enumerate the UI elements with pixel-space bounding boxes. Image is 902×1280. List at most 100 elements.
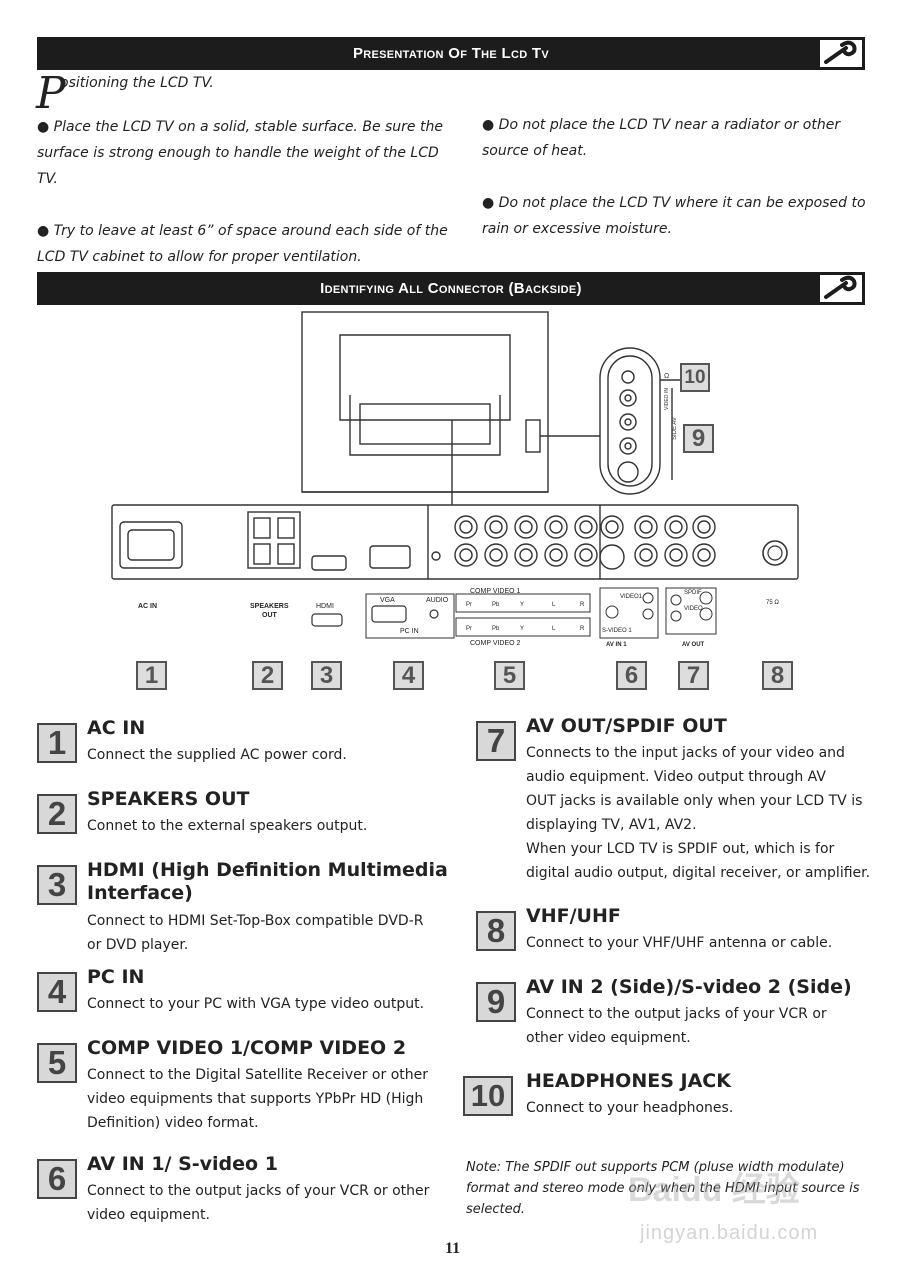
item-desc-line2: video equipments that supports YPbPr HD … xyxy=(87,1091,424,1107)
connector-diagram: Ω SIDE AV VIDEO IN AC IN SPEAKERS OUT HD… xyxy=(111,311,799,648)
label-pc-in: PC IN xyxy=(400,628,419,635)
rca-jack-inner xyxy=(579,520,593,534)
rca-jack-inner xyxy=(489,520,503,534)
comp-jack-label: L xyxy=(552,602,556,608)
rca-jack xyxy=(484,515,508,539)
drop-cap: P xyxy=(36,68,66,119)
rca-jack-inner xyxy=(519,548,533,562)
item-desc-line6: digital audio output, digital receiver, … xyxy=(526,865,871,881)
item-desc-line1: Connects to the input jacks of your vide… xyxy=(526,745,845,761)
rca-jack xyxy=(600,515,624,539)
item-title: COMP VIDEO 1/COMP VIDEO 2 xyxy=(87,1037,407,1059)
label-s-video1: S-VIDEO 1 xyxy=(602,628,632,634)
item-number: 4 xyxy=(37,972,77,1012)
rca-jack xyxy=(634,515,658,539)
rca-jack-inner xyxy=(549,520,563,534)
callout-8: 8 xyxy=(762,661,793,690)
rca-jack xyxy=(544,543,568,567)
item-desc-line3: Definition) video format. xyxy=(87,1115,259,1131)
comp-jack-label: Pr xyxy=(466,626,472,632)
rca-jack-inner xyxy=(459,548,473,562)
spdif-note: Note: The SPDIF out supports PCM (pluse … xyxy=(466,1160,860,1217)
comp-jack-label: Pb xyxy=(492,626,500,632)
label-hdmi: HDMI xyxy=(316,603,334,610)
rca-jack xyxy=(514,543,538,567)
callout-9: 9 xyxy=(683,424,714,453)
label-video1: VIDEO1 xyxy=(620,594,643,600)
rca-jack xyxy=(574,543,598,567)
section-header-presentation: Presentation Of The Lcd Tv xyxy=(37,37,865,70)
label-av-out: AV OUT xyxy=(682,642,705,648)
rca-jack xyxy=(544,515,568,539)
rca-jack xyxy=(692,515,716,539)
rca-jack xyxy=(454,515,478,539)
rca-jack-inner xyxy=(549,548,563,562)
label-av-in-1: AV IN 1 xyxy=(606,642,627,648)
item-desc: Connect to your VHF/UHF antenna or cable… xyxy=(526,935,833,951)
item-desc-line2: audio equipment. Video output through AV xyxy=(526,769,826,785)
callout-7: 7 xyxy=(678,661,709,690)
rca-jack xyxy=(634,543,658,567)
rca-jack-inner xyxy=(459,520,473,534)
callout-1: 1 xyxy=(136,661,167,690)
rca-jack xyxy=(574,515,598,539)
callout-6: 6 xyxy=(616,661,647,690)
rca-jack-inner xyxy=(697,548,711,562)
item-desc-line2: other video equipment. xyxy=(526,1030,691,1046)
comp-jack-label: Pr xyxy=(466,602,472,608)
callout-3: 3 xyxy=(311,661,342,690)
comp-jack-label: R xyxy=(580,626,585,632)
video-in-label: VIDEO IN xyxy=(664,388,670,410)
item-title-line1: HDMI (High Definition Multimedia xyxy=(87,859,448,881)
rca-jack xyxy=(692,543,716,567)
callout-10: 10 xyxy=(680,363,710,392)
item-desc: Connect to your headphones. xyxy=(526,1100,734,1116)
comp-jack-label: L xyxy=(552,626,556,632)
rca-jack xyxy=(454,543,478,567)
item-desc-line1: Connect to the output jacks of your VCR … xyxy=(526,1006,827,1022)
label-comp-video-2: COMP VIDEO 2 xyxy=(470,640,521,647)
bullet-left-2: ● Try to leave at least 6” of space arou… xyxy=(37,223,448,265)
item-desc-line2: or DVD player. xyxy=(87,937,189,953)
item-desc-line5: When your LCD TV is SPDIF out, which is … xyxy=(526,841,835,857)
wrench-icon xyxy=(819,274,863,303)
item-number: 7 xyxy=(476,721,516,761)
rca-jack xyxy=(664,515,688,539)
rca-jack-inner xyxy=(489,548,503,562)
label-vga: VGA xyxy=(380,597,395,604)
item-number: 2 xyxy=(37,794,77,834)
section-header-connectors: Identifying All Connector (Backside) xyxy=(37,272,865,305)
item-desc: Connect to your PC with VGA type video o… xyxy=(87,996,425,1012)
label-speakers-out: OUT xyxy=(262,612,278,619)
headphone-symbol: Ω xyxy=(664,373,669,380)
item-number: 1 xyxy=(37,723,77,763)
item-title-line2: Interface) xyxy=(87,882,193,904)
item-desc-line4: displaying TV, AV1, AV2. xyxy=(526,817,697,833)
rca-jack-inner xyxy=(669,548,683,562)
item-desc-line1: Connect to the output jacks of your VCR … xyxy=(87,1183,430,1199)
label-ac-in: AC IN xyxy=(138,603,157,610)
item-desc-line1: Connect to HDMI Set-Top-Box compatible D… xyxy=(87,913,424,929)
bullet-right-2: ● Do not place the LCD TV where it can b… xyxy=(482,195,866,237)
rca-jack-inner xyxy=(579,548,593,562)
rca-jack-group xyxy=(454,515,716,570)
item-desc: Connect the supplied AC power cord. xyxy=(87,747,347,763)
label-spdif: SPDIF xyxy=(684,590,702,596)
item-title: AC IN xyxy=(87,717,146,739)
label-audio: AUDIO xyxy=(426,597,449,604)
bullet-right-1: ● Do not place the LCD TV near a radiato… xyxy=(482,117,841,159)
item-desc-line2: video equipment. xyxy=(87,1207,210,1223)
section-title: Identifying All Connector (Backside) xyxy=(320,280,582,297)
callout-5: 5 xyxy=(494,661,525,690)
rca-jack xyxy=(514,515,538,539)
item-desc: Connet to the external speakers output. xyxy=(87,818,368,834)
page-number: 11 xyxy=(445,1240,461,1257)
item-number: 6 xyxy=(37,1159,77,1199)
rca-jack-inner xyxy=(519,520,533,534)
item-number: 3 xyxy=(37,865,77,905)
section-title: Presentation Of The Lcd Tv xyxy=(352,45,550,62)
rca-jack-inner xyxy=(639,548,653,562)
item-desc-line3: OUT jacks is available only when your LC… xyxy=(526,793,863,809)
label-comp-video-1: COMP VIDEO 1 xyxy=(470,588,521,595)
item-title: HEADPHONES JACK xyxy=(526,1070,731,1092)
